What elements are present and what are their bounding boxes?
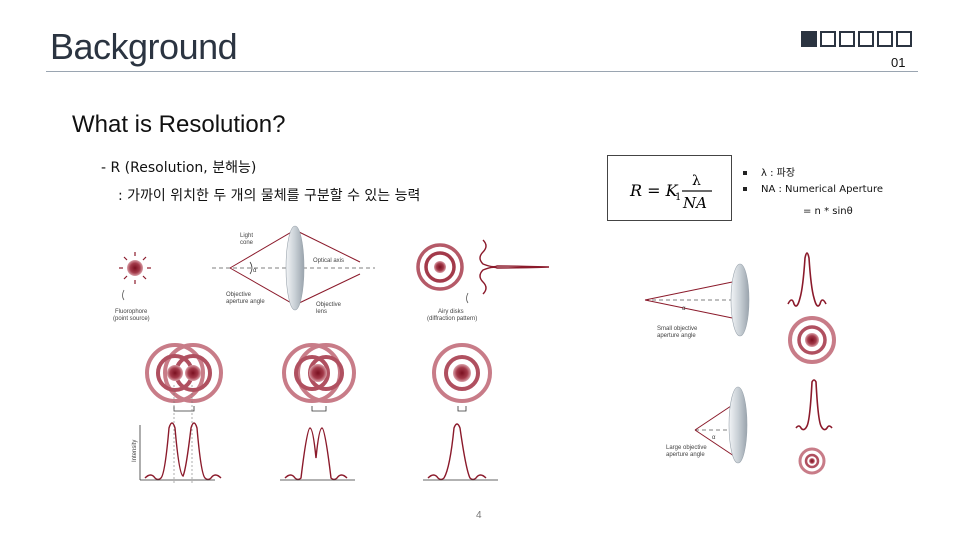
formula-numerator: λ (692, 173, 701, 189)
logo-square (820, 31, 836, 47)
alpha-small: α (682, 306, 686, 312)
logo-squares (801, 31, 912, 47)
light-cone-label-2: cone (240, 240, 254, 246)
large-aperture-label-2: aperture angle (666, 452, 705, 458)
bullet-dot (743, 187, 747, 191)
optical-axis-label: Optical axis (313, 258, 344, 264)
large-aperture-label: Large objective (666, 445, 707, 451)
logo-square-filled (801, 31, 817, 47)
fluorophore-label-2: (point source) (113, 316, 150, 322)
objective-lens-label-2: lens (316, 309, 327, 315)
legend-na-text: NA : Numerical Aperture (761, 184, 883, 195)
legend-na-formula: = n * sinθ (803, 206, 853, 217)
section-number: 01 (891, 55, 906, 70)
two-point-rayleigh (280, 343, 356, 481)
alpha-large: α (712, 435, 716, 441)
objective-lens-label: Objective (316, 302, 342, 308)
airy-label-2: (diffraction pattern) (427, 316, 477, 322)
airy-label: Airy disks (438, 309, 464, 315)
bullet-resolution: - R (Resolution, 분해능) (101, 160, 257, 176)
formula-denominator: NA (682, 194, 707, 212)
logo-square (896, 31, 912, 47)
bullet-dot (743, 171, 747, 175)
bullet-definition: : 가까이 위치한 두 개의 물체를 구분할 수 있는 능력 (118, 188, 421, 204)
formula-lhs: R = K (629, 181, 679, 200)
formula-box: R = K 1 λ NA (607, 155, 732, 221)
logo-square (858, 31, 874, 47)
fluorophore-graphic: Fluorophore (point source) (113, 252, 151, 322)
legend-lambda: λ : 파장 (743, 164, 795, 179)
logo-square (839, 31, 855, 47)
alpha-label: α (253, 268, 257, 274)
large-aperture-diagram: α Large objective aperture angle (666, 379, 833, 475)
light-cone-label: Light (240, 233, 253, 239)
slide-title: Background (50, 26, 238, 67)
resolution-formula: R = K 1 λ NA (629, 173, 712, 212)
objective-angle-label: Objective (226, 292, 252, 298)
small-aperture-diagram: α Small objective aperture angle (644, 252, 836, 364)
two-point-unresolved (423, 343, 498, 481)
title-divider (46, 71, 918, 72)
airy-disk-graphic: Airy disks (diffraction pattern) (416, 239, 550, 322)
small-aperture-label-2: aperture angle (657, 333, 696, 339)
small-aperture-label: Small objective (657, 326, 698, 332)
legend-lambda-text: λ : 파장 (761, 168, 796, 179)
legend-na: NA : Numerical Aperture (743, 184, 883, 195)
section-heading: What is Resolution? (72, 111, 286, 138)
objective-lens-diagram: α Light cone Optical axis Objective aper… (212, 225, 375, 315)
objective-angle-label-2: aperture angle (226, 299, 265, 305)
fluorophore-label: Fluorophore (115, 309, 148, 315)
two-point-resolved: Intensity (132, 343, 223, 485)
logo-square (877, 31, 893, 47)
formula-subscript: 1 (675, 192, 681, 203)
intensity-label: Intensity (132, 440, 138, 462)
page-number: 4 (476, 510, 482, 521)
